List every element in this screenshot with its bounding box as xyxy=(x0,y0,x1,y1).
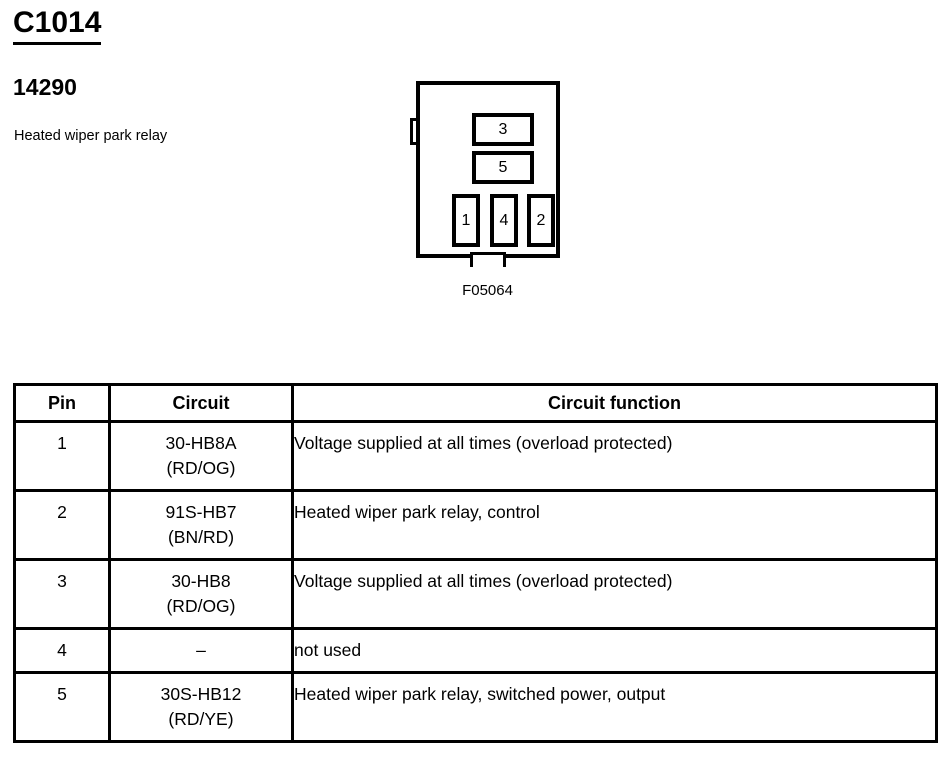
circuit-colors: (BN/RD) xyxy=(167,527,235,547)
cell-function: Voltage supplied at all times (overload … xyxy=(291,558,938,630)
column-header-function: Circuit function xyxy=(291,383,938,423)
circuit-function-text: Voltage supplied at all times (overload … xyxy=(294,433,673,453)
cavity-label: 1 xyxy=(461,211,471,229)
table-row: 3 30-HB8 (RD/OG) Voltage supplied at all… xyxy=(13,558,938,630)
table-row: 4 – not used xyxy=(13,627,938,674)
cell-function: not used xyxy=(291,627,938,674)
cell-function: Heated wiper park relay, switched power,… xyxy=(291,671,938,743)
cell-pin: 3 xyxy=(13,558,111,630)
cell-circuit: 30-HB8 (RD/OG) xyxy=(108,558,294,630)
connector-cavity-3: 3 xyxy=(472,113,534,146)
circuit-function-text: Heated wiper park relay, switched power,… xyxy=(294,684,666,704)
cell-pin: 5 xyxy=(13,671,111,743)
part-number: 14290 xyxy=(13,74,77,100)
connector-figure-code: F05064 xyxy=(462,282,513,299)
pin-number: 5 xyxy=(57,684,67,704)
cell-function: Heated wiper park relay, control xyxy=(291,489,938,561)
cell-circuit: 30-HB8A (RD/OG) xyxy=(108,420,294,492)
connector-cavity-5: 5 xyxy=(472,151,534,184)
table-header-row: Pin Circuit Circuit function xyxy=(13,383,938,423)
circuit-code: 30S-HB12 xyxy=(160,684,242,704)
cell-pin: 2 xyxy=(13,489,111,561)
cavity-label: 4 xyxy=(499,211,509,229)
cell-circuit: 30S-HB12 (RD/YE) xyxy=(108,671,294,743)
connector-id-title: C1014 xyxy=(13,6,102,45)
connector-cavity-4: 4 xyxy=(490,194,518,247)
column-header-pin: Pin xyxy=(13,383,111,423)
component-description: Heated wiper park relay xyxy=(14,128,168,144)
cavity-label: 3 xyxy=(498,120,508,138)
cell-circuit: 91S-HB7 (BN/RD) xyxy=(108,489,294,561)
circuit-function-text: Heated wiper park relay, control xyxy=(294,502,540,522)
table-row: 1 30-HB8A (RD/OG) Voltage supplied at al… xyxy=(13,420,938,492)
circuit-colors: (RD/OG) xyxy=(166,596,236,616)
pin-number: 2 xyxy=(57,502,67,522)
circuit-colors: (RD/OG) xyxy=(166,458,236,478)
circuit-code: – xyxy=(196,640,206,660)
pin-number: 4 xyxy=(57,640,67,660)
cell-pin: 4 xyxy=(13,627,111,674)
circuit-function-text: Voltage supplied at all times (overload … xyxy=(294,571,673,591)
table-row: 2 91S-HB7 (BN/RD) Heated wiper park rela… xyxy=(13,489,938,561)
cavity-label: 5 xyxy=(498,158,508,176)
connector-bottom-notch xyxy=(470,252,506,267)
connector-cavity-1: 1 xyxy=(452,194,480,247)
circuit-colors: (RD/YE) xyxy=(168,709,234,729)
column-header-circuit: Circuit xyxy=(108,383,294,423)
pin-number: 1 xyxy=(57,433,67,453)
cell-circuit: – xyxy=(108,627,294,674)
pin-number: 3 xyxy=(57,571,67,591)
cell-function: Voltage supplied at all times (overload … xyxy=(291,420,938,492)
connector-cavity-2: 2 xyxy=(527,194,555,247)
circuit-code: 91S-HB7 xyxy=(165,502,237,522)
connector-body-outline: 3 5 1 4 2 xyxy=(416,81,560,267)
cavity-label: 2 xyxy=(536,211,546,229)
circuit-code: 30-HB8A xyxy=(165,433,237,453)
pinout-table: Pin Circuit Circuit function 1 30-HB8A (… xyxy=(13,383,938,743)
connector-face-diagram: 3 5 1 4 2 F05064 xyxy=(400,72,575,302)
cell-pin: 1 xyxy=(13,420,111,492)
circuit-code: 30-HB8 xyxy=(171,571,231,591)
table-row: 5 30S-HB12 (RD/YE) Heated wiper park rel… xyxy=(13,671,938,743)
circuit-function-text: not used xyxy=(294,640,362,660)
